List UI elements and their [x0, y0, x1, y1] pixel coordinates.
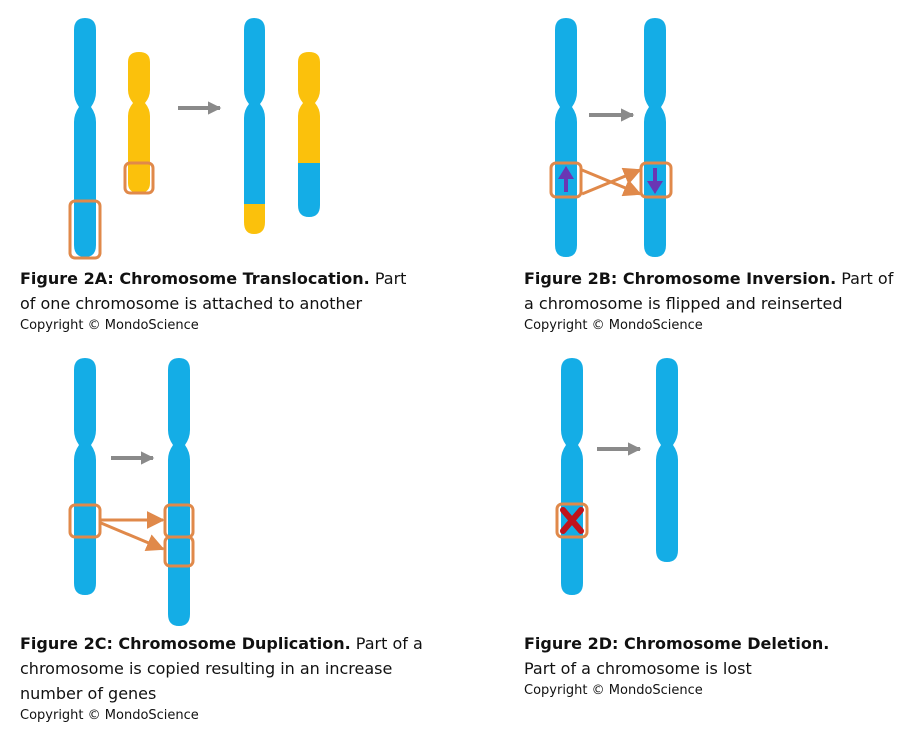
- chromosome-c-original: [74, 358, 96, 595]
- figure-title: Figure 2C: Chromosome Duplication.: [20, 634, 351, 653]
- figure-description: a chromosome is flipped and reinserted: [524, 294, 843, 313]
- chromosome-d-result: [656, 358, 678, 562]
- chromosome-a-result-blue: [244, 18, 265, 234]
- panel-a-translocation: [68, 18, 320, 260]
- figure-description: Part of: [841, 269, 894, 288]
- figure-description: of one chromosome is attached to another: [20, 294, 363, 313]
- figure-description: number of genes: [20, 684, 157, 703]
- caption-line: Figure 2D: Chromosome Deletion.: [524, 631, 905, 656]
- caption-line: Figure 2B: Chromosome Inversion. Part of: [524, 266, 905, 291]
- highlight-box-b-result: [639, 161, 673, 199]
- figure-title: Figure 2A: Chromosome Translocation.: [20, 269, 370, 288]
- caption-line: Figure 2C: Chromosome Duplication. Part …: [20, 631, 450, 656]
- highlight-box-d-original: [555, 502, 589, 539]
- chromosome-d-original: [561, 358, 583, 595]
- connector-line: [581, 167, 642, 196]
- figure-description: Part: [374, 269, 407, 288]
- caption-2a: Figure 2A: Chromosome Translocation. Par…: [20, 266, 450, 336]
- copyright-notice: Copyright © MondoScience: [20, 318, 199, 333]
- panel-b-inversion: [549, 18, 673, 257]
- copyright-notice: Copyright © MondoScience: [524, 683, 703, 698]
- caption-line: Figure 2A: Chromosome Translocation. Par…: [20, 266, 450, 291]
- figure-description: Part of a chromosome is lost: [524, 659, 752, 678]
- highlight-box-c-result-bottom: [163, 535, 195, 568]
- panel-c-duplication: [68, 358, 195, 626]
- x-mark-icon: [560, 507, 584, 534]
- chromosome-a-original-yellow: [128, 52, 150, 193]
- chromosome-a-result-yellow: [298, 52, 320, 217]
- panel-d-deletion: [555, 358, 678, 595]
- figure-title: Figure 2B: Chromosome Inversion.: [524, 269, 837, 288]
- highlight-box-a-yellow-segment: [123, 161, 155, 195]
- copyright-notice: Copyright © MondoScience: [20, 708, 199, 723]
- chromosome-a-original-blue: [74, 18, 96, 257]
- connector-line: [100, 521, 165, 552]
- highlight-box-b-original: [549, 161, 583, 199]
- highlight-box-a-blue-segment: [68, 199, 102, 260]
- figure-title: Figure 2D: Chromosome Deletion.: [524, 634, 830, 653]
- copyright-notice: Copyright © MondoScience: [524, 318, 703, 333]
- highlight-box-c-original: [68, 503, 102, 539]
- arrow-up-icon: [558, 166, 574, 192]
- figure-description: Part of a: [355, 634, 423, 653]
- caption-2c: Figure 2C: Chromosome Duplication. Part …: [20, 631, 450, 726]
- chromosome-b-original: [555, 18, 577, 257]
- chromosome-b-result: [644, 18, 666, 257]
- arrow-down-icon: [647, 168, 663, 194]
- figure-description: chromosome is copied resulting in an inc…: [20, 659, 393, 678]
- caption-2d: Figure 2D: Chromosome Deletion. Part of …: [524, 631, 905, 701]
- caption-2b: Figure 2B: Chromosome Inversion. Part of…: [524, 266, 905, 336]
- chromosome-c-result: [168, 358, 190, 626]
